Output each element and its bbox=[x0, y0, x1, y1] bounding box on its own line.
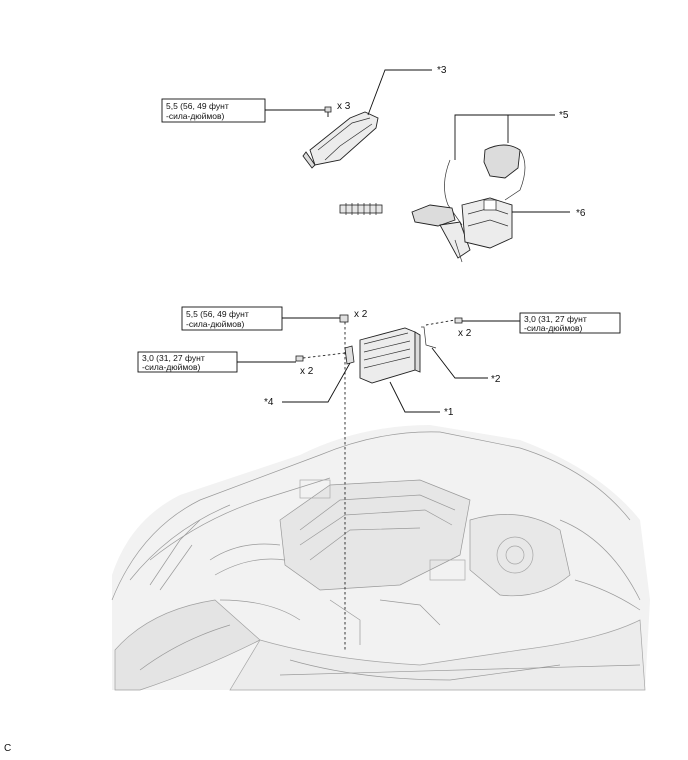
torque-line2: -сила-дюймов) bbox=[142, 362, 201, 372]
callout-4: *4 bbox=[264, 397, 274, 408]
torque-line2: -сила-дюймов) bbox=[186, 319, 245, 329]
torque-line1: 5,5 (56, 49 фунт bbox=[166, 101, 229, 111]
torque-line1: 5,5 (56, 49 фунт bbox=[186, 309, 249, 319]
callout-3: *3 bbox=[437, 65, 447, 76]
torque-line1: 3,0 (31, 27 фунт bbox=[142, 353, 205, 363]
right-bolt-qty: x 2 bbox=[458, 328, 472, 339]
ecu-cover-part bbox=[302, 111, 379, 169]
ecu-nut-icon bbox=[339, 314, 349, 323]
install-line-left bbox=[302, 352, 346, 359]
torque-box-cover-bolt: 5,5 (56, 49 фунт -сила-дюймов) bbox=[161, 98, 266, 123]
left-bolt-qty: x 2 bbox=[300, 366, 314, 377]
callout-6: *6 bbox=[576, 208, 586, 219]
ecu-nut-qty: x 2 bbox=[354, 309, 368, 320]
torque-box-ecu-nut: 5,5 (56, 49 фунт -сила-дюймов) bbox=[181, 306, 283, 331]
connector-block-part bbox=[461, 197, 513, 249]
ecu-part bbox=[359, 327, 421, 384]
illustration-code: C bbox=[4, 743, 11, 754]
cover-bolt-qty: x 3 bbox=[337, 101, 351, 112]
left-bolt-icon bbox=[295, 355, 304, 362]
leader-lines bbox=[237, 69, 570, 413]
callout-2: *2 bbox=[491, 374, 501, 385]
torque-line1: 3,0 (31, 27 фунт bbox=[524, 314, 587, 324]
torque-box-left-bolt: 3,0 (31, 27 фунт -сила-дюймов) bbox=[137, 351, 238, 373]
engine-bay-illustration bbox=[111, 425, 650, 691]
ecu-bracket-right bbox=[421, 326, 437, 349]
install-line-right bbox=[425, 319, 456, 326]
callout-1: *1 bbox=[444, 407, 454, 418]
ecu-bracket-left bbox=[344, 345, 355, 365]
cover-bolt-icon bbox=[324, 106, 332, 117]
callout-5: *5 bbox=[559, 110, 569, 121]
torque-box-right-bolt: 3,0 (31, 27 фунт -сила-дюймов) bbox=[519, 312, 621, 334]
connector-strip-part bbox=[339, 203, 383, 215]
torque-line2: -сила-дюймов) bbox=[524, 323, 583, 333]
right-bolt-icon bbox=[454, 317, 463, 324]
wire-harness-part bbox=[411, 144, 526, 263]
torque-line2: -сила-дюймов) bbox=[166, 111, 225, 121]
